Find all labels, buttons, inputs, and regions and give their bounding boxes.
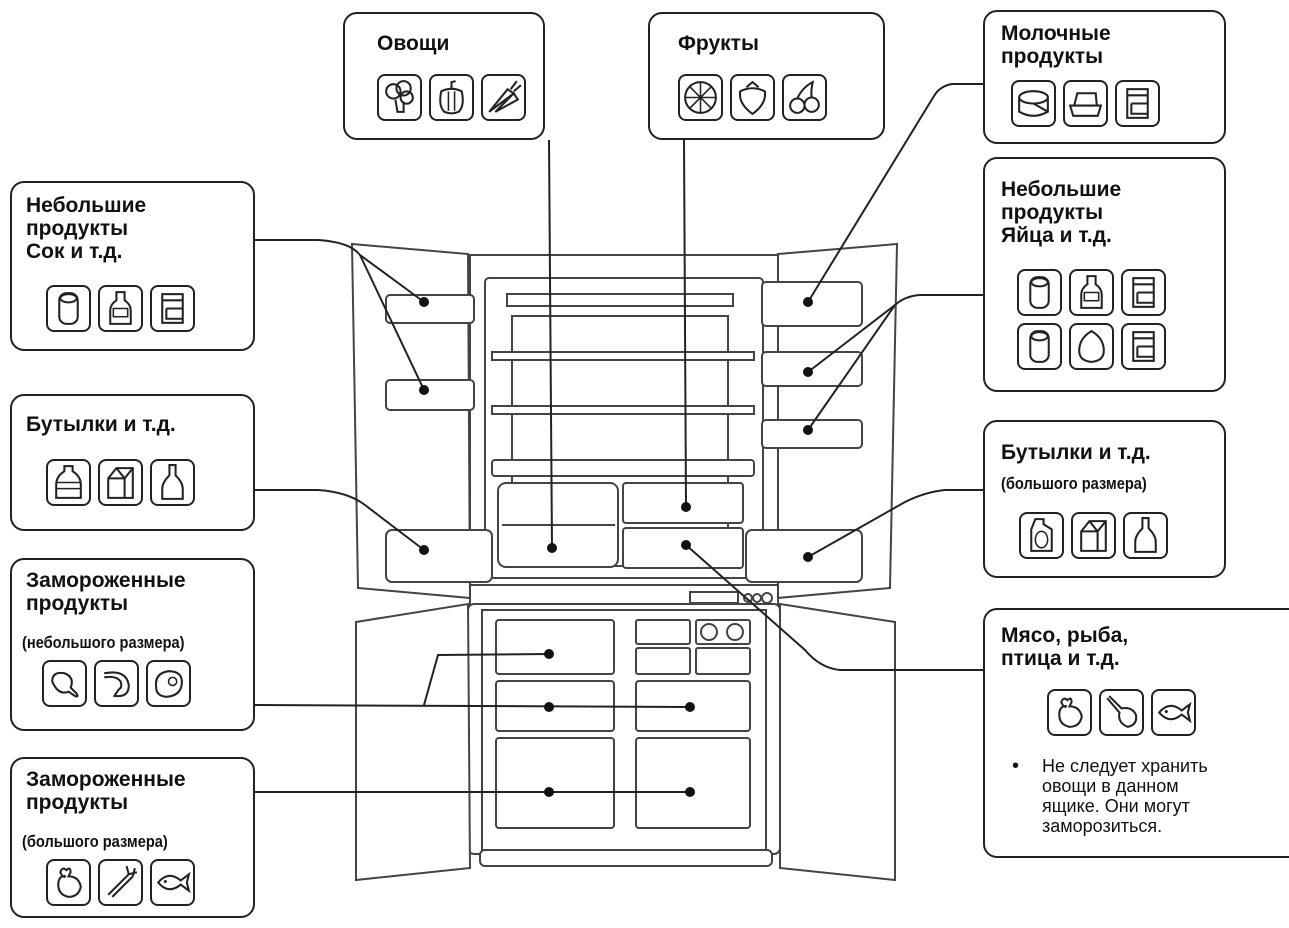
bottles-right-icons xyxy=(1019,512,1219,559)
cheese-icon xyxy=(1011,80,1056,127)
fish-icon xyxy=(150,859,195,906)
meat-note-text: Не следует хранить овощи в данном ящике.… xyxy=(1042,756,1208,836)
small-items-left-title: Небольшие продукты Сок и т.д. xyxy=(26,194,147,263)
ham-icon xyxy=(1099,689,1144,736)
bottles-left-box: Бутылки и т.д. xyxy=(10,394,255,531)
steak-icon xyxy=(146,660,191,707)
bottles-left-icons xyxy=(46,459,246,506)
wine-bottle-icon xyxy=(1123,512,1168,559)
small-items-right-title: Небольшие продукты Яйца и т.д. xyxy=(1001,178,1122,247)
detergent-jug-icon xyxy=(1019,512,1064,559)
dairy-box: Молочные продукты xyxy=(983,10,1226,144)
lobster-icon xyxy=(98,859,143,906)
bottles-right-title: Бутылки и т.д. xyxy=(1001,441,1151,464)
bullet-icon: • xyxy=(1012,755,1020,777)
meat-note: • Не следует хранить овощи в данном ящик… xyxy=(1012,756,1208,836)
wine-bottle-icon xyxy=(150,459,195,506)
milk-carton-gable-icon xyxy=(98,459,143,506)
bottles-left-title: Бутылки и т.д. xyxy=(26,413,176,436)
fruits-title: Фрукты xyxy=(678,32,759,55)
frozen-small-icons xyxy=(42,660,242,707)
frozen-large-icons xyxy=(46,859,246,906)
meat-box: Мясо, рыба, птица и т.д. • Не следует хр… xyxy=(983,608,1289,858)
bottles-right-subtitle: (большого размера) xyxy=(1001,474,1147,493)
milk-carton-gable-icon xyxy=(1071,512,1116,559)
rooster-icon xyxy=(1047,689,1092,736)
can-icon xyxy=(1017,269,1062,316)
small-items-left-box: Небольшие продукты Сок и т.д. xyxy=(10,181,255,351)
frozen-large-box: Замороженные продукты (большого размера) xyxy=(10,757,255,918)
strawberry-icon xyxy=(730,74,775,121)
small-items-left-icons xyxy=(46,285,246,332)
frozen-small-subtitle: (небольшого размера) xyxy=(22,633,185,652)
small-bottle-icon xyxy=(98,285,143,332)
small-items-right-box: Небольшие продукты Яйца и т.д. xyxy=(983,157,1226,392)
can-icon xyxy=(1017,323,1062,370)
frozen-large-title: Замороженные продукты xyxy=(26,768,186,814)
cherries-icon xyxy=(782,74,827,121)
carrots-icon xyxy=(481,74,526,121)
dairy-icons xyxy=(1011,80,1211,127)
bell-pepper-icon xyxy=(429,74,474,121)
can-icon xyxy=(46,285,91,332)
meat-title: Мясо, рыба, птица и т.д. xyxy=(1001,624,1129,670)
rooster-icon xyxy=(46,859,91,906)
egg-icon xyxy=(1069,323,1114,370)
carton-icon xyxy=(1121,323,1166,370)
carton-icon xyxy=(150,285,195,332)
shrimp-icon xyxy=(94,660,139,707)
bottles-right-box: Бутылки и т.д. (большого размера) xyxy=(983,420,1226,578)
small-items-right-icons xyxy=(1017,269,1177,370)
frozen-small-box: Замороженные продукты (небольшого размер… xyxy=(10,558,255,731)
dairy-title: Молочные продукты xyxy=(1001,22,1111,68)
vegetables-title: Овощи xyxy=(377,32,450,55)
citrus-slice-icon xyxy=(678,74,723,121)
fruits-icons xyxy=(678,74,878,121)
fruits-box: Фрукты xyxy=(648,12,885,140)
vegetables-box: Овощи xyxy=(343,12,545,140)
meat-icons xyxy=(1047,689,1247,736)
small-bottle-icon xyxy=(1069,269,1114,316)
water-bottle-icon xyxy=(46,459,91,506)
carton-icon xyxy=(1121,269,1166,316)
chicken-leg-icon xyxy=(42,660,87,707)
vegetables-icons xyxy=(377,74,547,121)
broccoli-icon xyxy=(377,74,422,121)
frozen-small-title: Замороженные продукты xyxy=(26,569,186,615)
butter-dish-icon xyxy=(1063,80,1108,127)
fish-icon xyxy=(1151,689,1196,736)
frozen-large-subtitle: (большого размера) xyxy=(22,832,168,851)
milk-carton-icon xyxy=(1115,80,1160,127)
